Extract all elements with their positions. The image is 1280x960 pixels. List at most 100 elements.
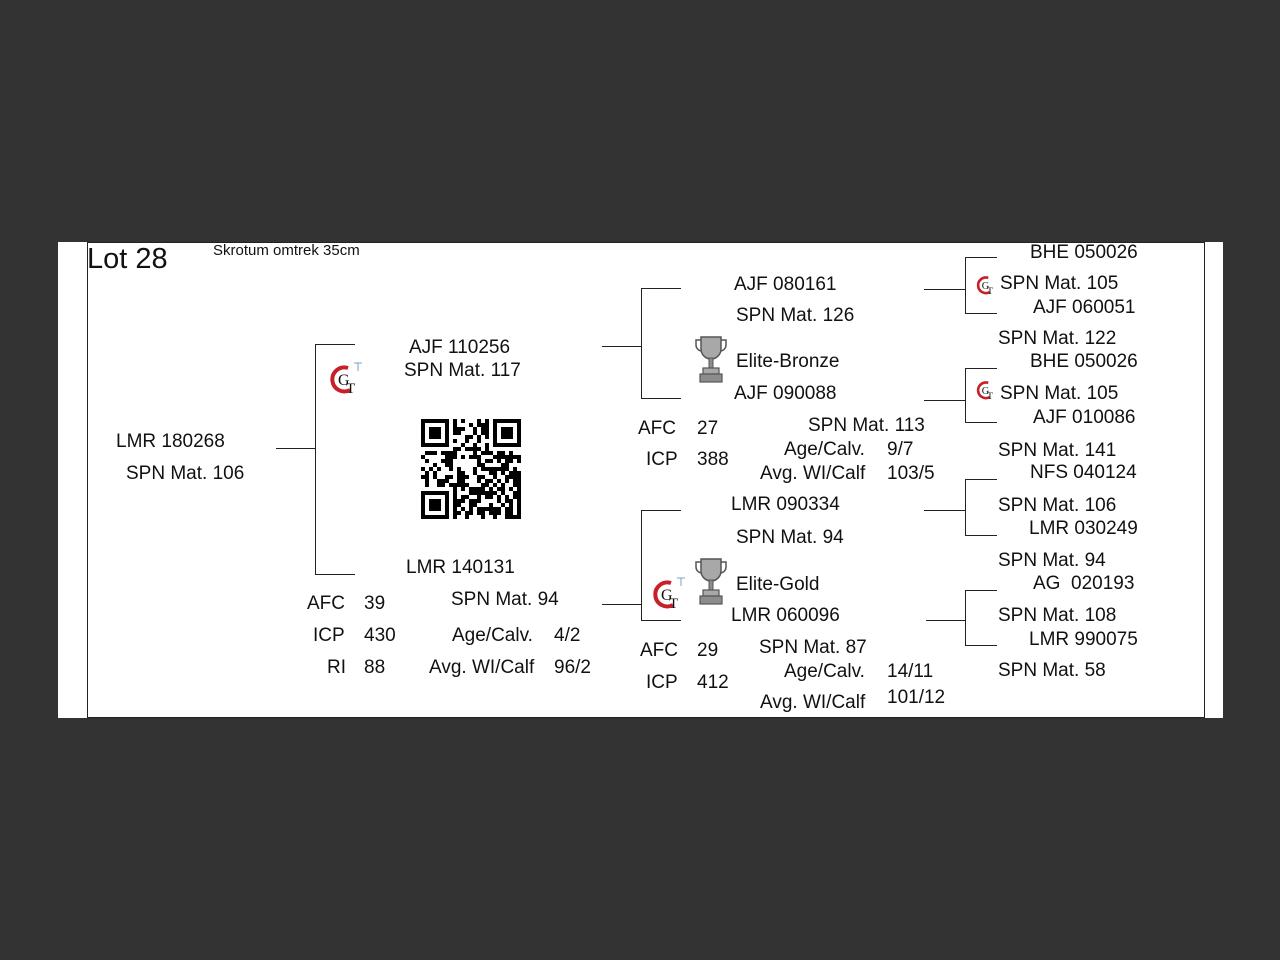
left-border: [87, 242, 88, 718]
sire-sire-id: AJF 080161: [734, 274, 837, 295]
connector-line: [965, 422, 997, 423]
connector-line: [965, 645, 997, 646]
gt-breeder-logo-icon: G T: [976, 276, 993, 297]
connector-line: [965, 535, 997, 536]
gt-breeder-logo-icon: G T: [653, 577, 685, 612]
bottom-border: [87, 717, 1205, 718]
connector-line: [965, 257, 997, 258]
dam-dam-age-value: 14/11: [887, 661, 934, 682]
connector-line: [641, 288, 642, 399]
dam-wi-value: 96/2: [554, 657, 591, 678]
connector-line: [641, 398, 681, 399]
trophy-icon: [695, 336, 727, 383]
svg-text:G: G: [661, 587, 673, 604]
dam-dam-icp-value: 412: [697, 672, 729, 693]
dam-dam-afc-value: 29: [697, 640, 719, 661]
connector-line: [924, 289, 966, 290]
dam-dam-wi-value: 101/12: [887, 687, 946, 708]
sire-sire-spn: SPN Mat. 126: [736, 305, 855, 326]
svg-text:T: T: [987, 391, 993, 402]
dam-icp-label: ICP: [313, 625, 345, 646]
connector-line: [965, 590, 966, 646]
sire-id: AJF 110256: [409, 337, 511, 358]
connector-line: [641, 620, 681, 621]
gen3-7-id: AG 020193: [1033, 573, 1135, 594]
gen3-6-spn: SPN Mat. 94: [998, 550, 1106, 571]
dam-spn: SPN Mat. 94: [451, 589, 559, 610]
connector-line: [965, 368, 997, 369]
dam-dam-award: Elite-Gold: [736, 574, 820, 595]
gen3-5-id: NFS 040124: [1030, 462, 1137, 483]
trophy-icon: [695, 558, 727, 605]
connector-line: [965, 479, 966, 536]
svg-text:T: T: [346, 381, 355, 397]
sire-dam-wi-value: 103/5: [887, 463, 935, 484]
svg-text:T: T: [669, 596, 678, 612]
sire-dam-afc-label: AFC: [638, 418, 676, 439]
dam-ri-value: 88: [364, 657, 386, 678]
sire-dam-afc-value: 27: [697, 418, 719, 439]
gen3-5-spn: SPN Mat. 106: [998, 495, 1117, 516]
gen3-7-spn: SPN Mat. 108: [998, 605, 1117, 626]
connector-line: [276, 448, 316, 449]
dam-afc-label: AFC: [307, 593, 345, 614]
gen3-8-spn: SPN Mat. 58: [998, 660, 1106, 681]
dam-sire-spn: SPN Mat. 94: [736, 527, 844, 548]
right-border: [1204, 242, 1205, 718]
sire-dam-award: Elite-Bronze: [736, 351, 840, 372]
dam-afc-value: 39: [364, 593, 386, 614]
svg-text:G: G: [338, 372, 350, 389]
dam-id: LMR 140131: [406, 557, 515, 578]
dam-dam-afc-label: AFC: [640, 640, 678, 661]
gen3-4-id: AJF 010086: [1033, 407, 1136, 428]
gen3-2-id: AJF 060051: [1033, 297, 1136, 318]
connector-line: [641, 510, 642, 621]
gt-breeder-logo-icon: G T: [330, 362, 362, 397]
gen3-1-spn: SPN Mat. 105: [1000, 273, 1119, 294]
svg-text:G: G: [982, 281, 990, 292]
subject-id: LMR 180268: [116, 431, 225, 452]
connector-line: [965, 368, 966, 423]
subject-spn: SPN Mat. 106: [126, 463, 245, 484]
gen3-1-id: BHE 050026: [1030, 242, 1138, 263]
svg-text:T: T: [987, 286, 993, 297]
connector-line: [924, 400, 966, 401]
gen3-3-spn: SPN Mat. 105: [1000, 383, 1119, 404]
sire-dam-age-value: 9/7: [887, 439, 914, 460]
connector-line: [641, 288, 681, 289]
sire-dam-icp-value: 388: [697, 449, 729, 470]
sire-dam-spn: SPN Mat. 113: [808, 415, 925, 436]
gen3-2-spn: SPN Mat. 122: [998, 328, 1117, 349]
qr-code-icon: [421, 419, 521, 519]
scrotum-note: Skrotum omtrek 35cm: [213, 242, 360, 259]
connector-line: [965, 257, 966, 314]
dam-age-label: Age/Calv.: [452, 625, 533, 646]
svg-text:G: G: [982, 386, 990, 397]
connector-line: [602, 604, 642, 605]
connector-line: [641, 510, 681, 511]
dam-dam-id: LMR 060096: [731, 605, 840, 626]
gen3-8-id: LMR 990075: [1029, 629, 1138, 650]
top-border: [87, 242, 1205, 243]
connector-line: [924, 510, 966, 511]
connector-line: [315, 344, 355, 345]
connector-line: [965, 313, 997, 314]
sire-dam-wi-label: Avg. WI/Calf: [760, 463, 866, 484]
gen3-3-id: BHE 050026: [1030, 351, 1138, 372]
gen3-4-spn: SPN Mat. 141: [998, 440, 1117, 461]
sire-dam-id: AJF 090088: [734, 383, 837, 404]
dam-dam-wi-label: Avg. WI/Calf: [760, 692, 866, 713]
sire-dam-icp-label: ICP: [646, 449, 678, 470]
dam-sire-id: LMR 090334: [731, 494, 840, 515]
connector-line: [965, 590, 997, 591]
dam-dam-age-label: Age/Calv.: [784, 661, 865, 682]
connector-line: [965, 479, 997, 480]
sire-dam-age-label: Age/Calv.: [784, 439, 865, 460]
gt-breeder-logo-icon: G T: [976, 381, 993, 402]
dam-dam-spn: SPN Mat. 87: [759, 637, 867, 658]
connector-line: [926, 620, 966, 621]
dam-dam-icp-label: ICP: [646, 672, 678, 693]
connector-line: [315, 344, 316, 575]
dam-ri-label: RI: [327, 657, 346, 678]
gen3-6-id: LMR 030249: [1029, 518, 1138, 539]
